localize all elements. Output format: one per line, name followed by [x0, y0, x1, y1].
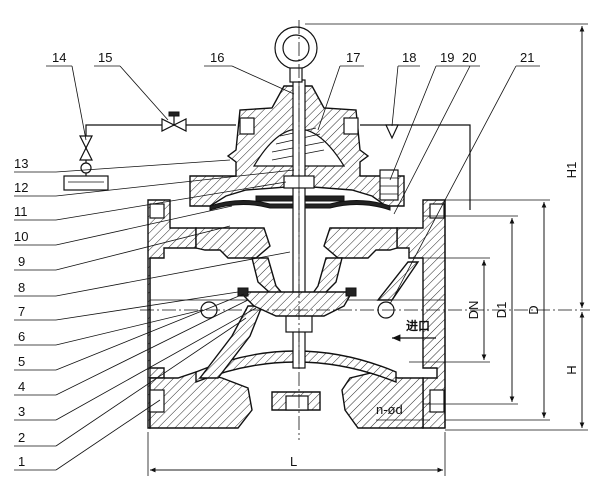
dim-bolt-circle: D1	[494, 302, 509, 319]
part-label-17: 17	[346, 50, 360, 65]
dim-nominal-diameter: DN	[466, 301, 481, 320]
center-lines	[140, 20, 590, 440]
part-label-3: 3	[18, 404, 25, 419]
part-label-9: 9	[18, 254, 25, 269]
lifting-eye	[274, 26, 318, 83]
part-label-4: 4	[18, 379, 25, 394]
part-labels: 1 2 3 4 5 6 7 8 9 10 11 12 13 14 15 16 1…	[14, 50, 534, 469]
dimension-lines: L H1 H D D1 DN n-ød	[147, 23, 588, 476]
part-label-5: 5	[18, 354, 25, 369]
part-label-6: 6	[18, 329, 25, 344]
part-label-21: 21	[520, 50, 534, 65]
part-label-14: 14	[52, 50, 66, 65]
dim-length: L	[290, 454, 297, 469]
part-label-11: 11	[14, 204, 28, 219]
pilot-piping	[63, 111, 471, 210]
part-label-18: 18	[402, 50, 416, 65]
part-label-2: 2	[18, 430, 25, 445]
leader-lines	[14, 65, 540, 471]
flow-label: 进口	[406, 318, 430, 333]
dim-bolt-holes: n-ød	[376, 402, 403, 417]
part-label-1: 1	[18, 454, 25, 469]
part-label-10: 10	[14, 229, 28, 244]
dim-flange-diameter: D	[526, 305, 541, 314]
part-label-7: 7	[18, 304, 25, 319]
part-label-16: 16	[210, 50, 224, 65]
part-label-8: 8	[18, 280, 25, 295]
main-valve-disc	[200, 287, 395, 319]
dim-height-upper: H1	[564, 162, 579, 179]
part-label-20: 20	[462, 50, 476, 65]
dim-height-lower: H	[564, 365, 579, 374]
part-label-15: 15	[98, 50, 112, 65]
flow-arrow: 进口	[392, 318, 436, 342]
part-label-13: 13	[14, 156, 28, 171]
body-outline	[149, 200, 446, 428]
part-label-12: 12	[14, 180, 28, 195]
part-label-19: 19	[440, 50, 454, 65]
